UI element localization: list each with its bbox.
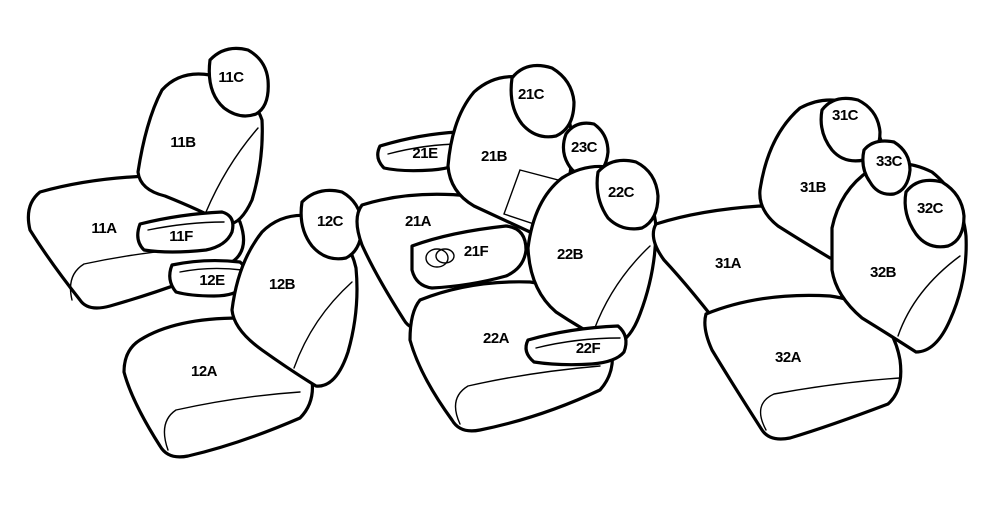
seat-22-cushion-seam	[454, 365, 601, 425]
label-12a: 12A	[191, 363, 218, 380]
label-11f: 11F	[169, 228, 193, 245]
label-32b: 32B	[870, 264, 897, 281]
label-21b: 21B	[481, 148, 508, 165]
armrest-22f-seam	[535, 337, 621, 349]
seat-11-armrest-seam	[147, 221, 225, 231]
console-21f-body[interactable]	[410, 224, 528, 290]
seat-11-back-seam	[205, 127, 259, 213]
label-11b: 11B	[170, 134, 196, 151]
headrest-33c[interactable]	[861, 139, 912, 196]
armrest-12e-seam	[179, 267, 243, 273]
label-31a: 31A	[715, 255, 742, 272]
label-21f: 21F	[464, 243, 489, 260]
label-31b: 31B	[800, 179, 827, 196]
seat-12-back-seam	[293, 281, 353, 369]
seat-row3	[651, 96, 968, 441]
seat-32-cushion-seam	[759, 377, 901, 431]
label-22a: 22A	[483, 330, 510, 347]
label-22c: 22C	[608, 184, 635, 201]
headrest-32c[interactable]	[903, 178, 966, 249]
armrest-22f[interactable]	[524, 324, 628, 367]
label-11a: 11A	[91, 220, 117, 237]
seat-32-back-seam	[897, 255, 961, 337]
seat-21-headrest[interactable]	[509, 64, 576, 139]
label-12e: 12E	[199, 272, 225, 289]
label-32c: 32C	[917, 200, 944, 217]
label-33c: 33C	[876, 153, 903, 170]
cup-holder-icon	[425, 248, 449, 268]
seat-22-headrest[interactable]	[595, 158, 660, 231]
seat-12-headrest[interactable]	[299, 188, 364, 261]
cup-holder-icon	[435, 248, 455, 264]
seat-22-back-seam	[593, 245, 651, 331]
label-21a: 21A	[405, 213, 432, 230]
seat-11	[26, 46, 270, 310]
labels: 11C 11B 11A 11F 12E 12B 12C 12A 21C 21E …	[91, 69, 944, 380]
seat-11-headrest[interactable]	[207, 46, 270, 118]
seat-32-cushion[interactable]	[703, 293, 903, 441]
label-12c: 12C	[317, 213, 344, 230]
label-22b: 22B	[557, 246, 584, 263]
seat-12-cushion-seam	[163, 391, 301, 451]
label-22f: 22F	[576, 340, 601, 357]
label-11c: 11C	[218, 69, 244, 86]
console-21f	[410, 224, 528, 290]
seat-22	[408, 158, 660, 433]
label-31c: 31C	[832, 107, 859, 124]
label-21c: 21C	[518, 86, 545, 103]
label-23c: 23C	[571, 139, 598, 156]
label-21e: 21E	[412, 145, 438, 162]
seat-12	[122, 188, 364, 459]
seat-22-cushion[interactable]	[408, 280, 614, 433]
label-32a: 32A	[775, 349, 802, 366]
label-12b: 12B	[269, 276, 296, 293]
